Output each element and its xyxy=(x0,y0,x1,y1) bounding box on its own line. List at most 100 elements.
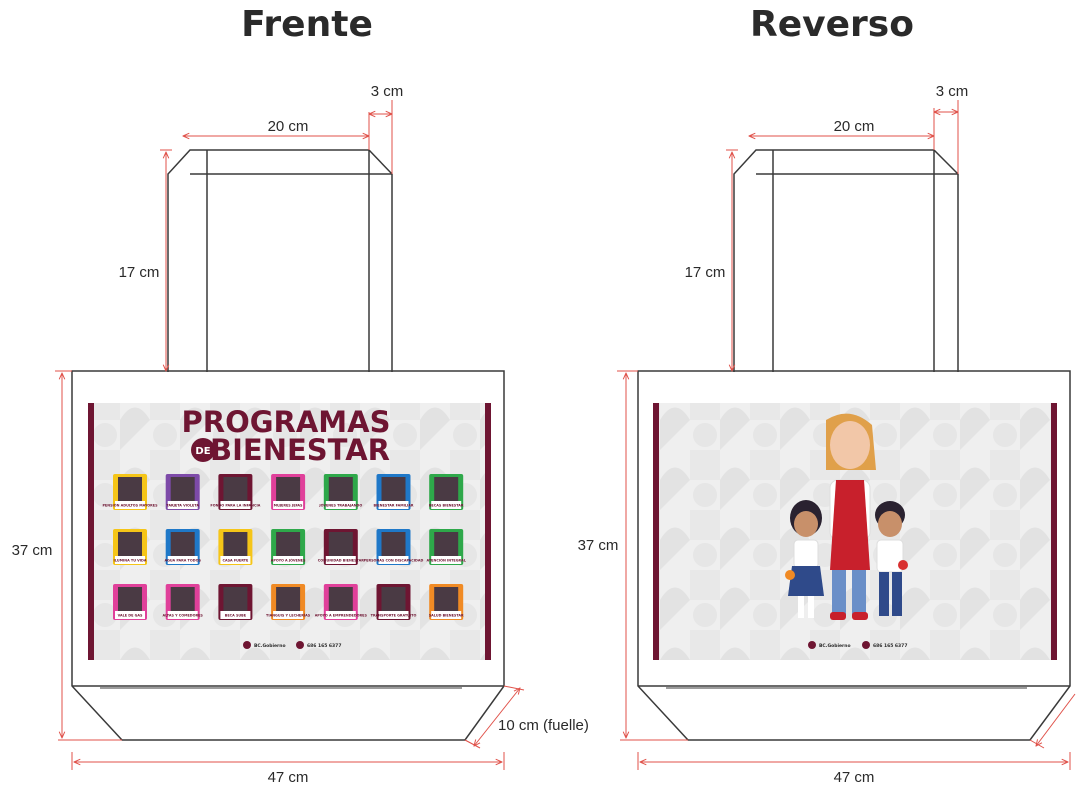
program-tile-caption: BECAS BIENESTAR xyxy=(429,504,464,508)
program-tile: JÓVENES TRABAJANDO xyxy=(318,474,362,510)
program-tile-label-plate xyxy=(378,611,409,619)
building-icon xyxy=(328,587,353,611)
program-tile-label-plate xyxy=(431,556,462,564)
program-tile: BIENESTAR FAMILIAR xyxy=(373,474,414,510)
back-dim-line-gusset xyxy=(1036,693,1076,746)
mask-icon xyxy=(434,532,459,556)
front-dim-strap: 3 cm xyxy=(371,83,404,100)
program-tile-label-plate xyxy=(273,556,304,564)
front-dim-handle-width: 20 cm xyxy=(268,118,309,135)
woman-leg-left xyxy=(832,570,846,615)
program-tile: BECAS BIENESTAR xyxy=(429,474,464,510)
program-tile-label-plate xyxy=(167,611,198,619)
program-tile-caption: TIANGUIS Y LECHERÍAS xyxy=(266,613,311,618)
program-tile-caption: SALUD BIENESTAR xyxy=(429,614,464,618)
program-tile-caption: PENSIÓN ADULTOS MAYORES xyxy=(102,503,158,508)
program-tile: CASA FUERTE xyxy=(218,529,253,565)
back-dim-bag-height: 37 cm xyxy=(578,537,619,554)
front-footer-social: BC.Gobierno xyxy=(254,643,286,649)
woman-apron xyxy=(830,480,870,570)
program-tile: ATENCIÓN INTEGRAL xyxy=(427,529,467,565)
front-view: Frente PROGRAMAS DE BIENESTAR PENSIÓN AD… xyxy=(12,4,589,786)
girl-leg-left xyxy=(798,596,804,618)
back-facebook-icon xyxy=(808,641,816,649)
program-tile-caption: CASA FUERTE xyxy=(222,559,249,563)
program-tile-label-plate xyxy=(431,501,462,509)
program-tile-label-plate xyxy=(167,556,198,564)
back-handle-inner xyxy=(756,150,958,372)
program-tile-label-plate xyxy=(273,611,304,619)
program-tile-label-plate xyxy=(325,556,356,564)
program-tile: AGUA PARA TODOS xyxy=(164,529,201,565)
program-tile-caption: MUJERES JEFAS xyxy=(274,504,303,508)
graduation-icon xyxy=(434,477,459,501)
food-cart-icon xyxy=(170,587,195,611)
front-handle-outer xyxy=(167,149,393,372)
back-dim-strap: 3 cm xyxy=(936,83,969,100)
program-tile: ALTAS Y COMEDORES xyxy=(163,584,204,620)
program-tile-caption: COMUNIDAD BIENESTAR xyxy=(318,559,364,563)
water-drop-icon xyxy=(170,532,195,556)
hospital-icon xyxy=(434,587,459,611)
program-tile-caption: FONDO PARA LA INFANCIA xyxy=(210,504,260,508)
people-icon xyxy=(276,532,301,556)
back-banner-left-bar xyxy=(653,403,659,660)
facebook-icon xyxy=(243,641,251,649)
laptop-icon xyxy=(276,477,301,501)
girl-face xyxy=(794,511,818,537)
program-tile-label-plate xyxy=(378,556,409,564)
program-tile-caption: BIENESTAR FAMILIAR xyxy=(373,504,413,508)
program-tile-label-plate xyxy=(273,501,304,509)
heart-hand-icon xyxy=(170,477,195,501)
boy-face xyxy=(878,511,902,537)
orange-icon xyxy=(785,570,795,580)
back-dim-bag-width: 47 cm xyxy=(834,769,875,786)
program-tile-label-plate xyxy=(115,611,145,619)
program-tile-label-plate xyxy=(325,501,356,509)
program-tile-label-plate xyxy=(115,556,145,564)
girl-shirt xyxy=(793,539,819,569)
program-tile: FONDO PARA LA INFANCIA xyxy=(210,474,261,510)
program-tile: COMUNIDAD BIENESTAR xyxy=(318,529,364,565)
front-title: Frente xyxy=(241,4,373,45)
front-footer-phone: 686 165 6377 xyxy=(307,643,341,649)
group-icon xyxy=(328,532,353,556)
program-tile: PERSONAS CON DISCAPACIDAD xyxy=(364,529,424,565)
program-tile-caption: TRANSPORTE GRATUITO xyxy=(371,614,417,618)
back-view: Reverso xyxy=(578,4,1076,786)
front-dim-tick-gusset-top xyxy=(503,685,525,691)
program-tile: TIANGUIS Y LECHERÍAS xyxy=(266,584,311,620)
boy-leg-left xyxy=(879,572,889,616)
front-dim-bag-height: 37 cm xyxy=(12,542,53,559)
program-tile: MUJERES JEFAS xyxy=(271,474,306,510)
program-tile-label-plate xyxy=(325,611,356,619)
program-tile: TRANSPORTE GRATUITO xyxy=(371,584,417,620)
program-tile-label-plate xyxy=(220,611,251,619)
banner-heading-de-badge xyxy=(191,438,215,462)
shop-icon xyxy=(276,587,301,611)
banner-heading-line1: PROGRAMAS xyxy=(181,405,390,439)
back-banner-right-bar xyxy=(1051,403,1057,660)
program-tile-caption: ALTAS Y COMEDORES xyxy=(163,614,204,618)
woman-shoe-right xyxy=(852,612,868,620)
front-dim-line-gusset xyxy=(474,688,520,746)
cap-icon xyxy=(223,587,248,611)
program-tile-caption: ATENCIÓN INTEGRAL xyxy=(427,558,467,563)
program-tile-caption: APOYO A EMPRENDEDORES xyxy=(315,614,368,618)
store-icon xyxy=(118,587,142,611)
back-banner: BC.Gobierno 686 165 6377 xyxy=(653,403,1057,660)
program-tile-label-plate xyxy=(220,556,251,564)
house-icon xyxy=(223,532,248,556)
program-tile: APOYO A EMPRENDEDORES xyxy=(315,584,368,620)
family-icon xyxy=(381,477,406,501)
program-tile: ILUMINA TU VIDA xyxy=(113,529,147,565)
back-title: Reverso xyxy=(750,4,914,45)
program-tile: APOYO A JÓVENES xyxy=(271,529,306,565)
girl-leg-right xyxy=(808,596,814,618)
program-tile-label-plate xyxy=(167,501,198,509)
balloons-icon xyxy=(223,477,248,501)
front-banner-right-bar xyxy=(485,403,491,660)
front-dim-gusset: 10 cm (fuelle) xyxy=(498,717,589,734)
